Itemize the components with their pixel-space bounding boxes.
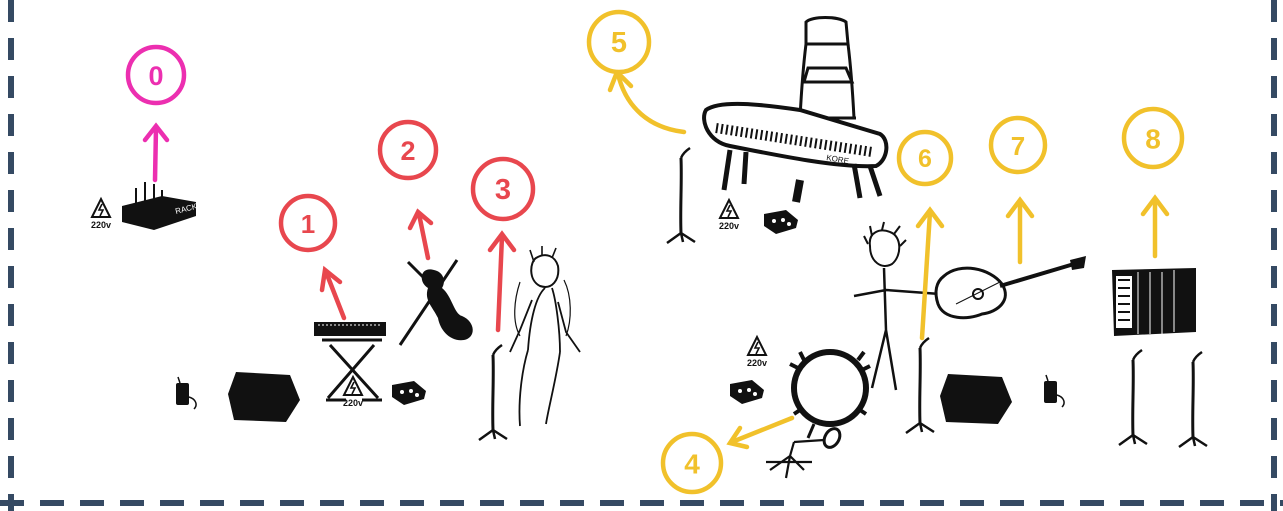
marker-4: 4: [660, 431, 724, 495]
power-220v-icon: 220v: [719, 199, 739, 231]
marker-7: 7: [988, 115, 1048, 175]
monitor-speaker-icon: [228, 372, 300, 422]
marker-circle: [125, 44, 187, 106]
power-label: 220v: [747, 358, 767, 368]
marker-6: 6: [896, 129, 954, 187]
marker-circle: [278, 193, 338, 253]
stage-box-icon: [764, 210, 798, 234]
snare-stand-icon: [766, 427, 842, 479]
keyboard-brand: KORE: [826, 153, 850, 166]
marker-circle: [377, 119, 439, 181]
bodypack-icon: [1043, 374, 1065, 408]
marker-circle: [660, 431, 724, 495]
keyboard-stand-icon: [314, 322, 386, 402]
drummer-figure-icon: [853, 221, 941, 391]
marker-circle: [896, 129, 954, 187]
marker-circle: [586, 9, 652, 75]
marker-label: 3: [495, 174, 511, 206]
arrow-5: [607, 67, 687, 135]
mic-stand-icon: [477, 343, 509, 442]
violin-icon: [398, 259, 473, 346]
power-label: 220v: [91, 220, 111, 230]
marker-label: 6: [918, 145, 932, 173]
marker-3: 3: [470, 156, 536, 222]
stage-box-icon: [730, 380, 764, 404]
vocalist-figure-icon: [509, 246, 581, 427]
arrow-6: [915, 206, 945, 341]
marker-5: 5: [586, 9, 652, 75]
marker-2: 2: [377, 119, 439, 181]
arrow-4: [726, 415, 795, 450]
bodypack-icon: [175, 376, 197, 410]
mic-stand-icon: [665, 146, 697, 245]
mic-stand-icon: [904, 336, 936, 435]
power-label: 220v: [343, 398, 363, 408]
marker-circle: [988, 115, 1048, 175]
monitor-speaker-icon: [940, 374, 1012, 424]
arrow-8: [1140, 194, 1170, 259]
arrow-3: [487, 230, 517, 333]
mic-stand-icon: [1177, 350, 1209, 449]
arrow-1: [319, 265, 347, 321]
marker-label: 7: [1011, 131, 1025, 161]
marker-label: 2: [400, 136, 415, 166]
marker-label: 4: [684, 449, 700, 480]
power-label: 220v: [719, 221, 739, 231]
arrow-2: [407, 208, 434, 261]
power-220v-icon: 220v: [747, 336, 767, 368]
rack-unit-icon: RACK: [122, 182, 199, 230]
bass-drum-icon: [789, 349, 871, 439]
marker-label: 0: [148, 61, 163, 91]
stage-box-icon: [392, 381, 426, 405]
arrow-0: [142, 122, 170, 183]
marker-label: 5: [611, 27, 627, 59]
marker-1: 1: [278, 193, 338, 253]
marker-circle: [1121, 106, 1185, 170]
marker-circle: [470, 156, 536, 222]
acoustic-guitar-icon: [934, 256, 1086, 320]
accordion-icon: [1112, 268, 1196, 336]
marker-label: 1: [301, 209, 315, 239]
stage-piano-icon: KORE: [702, 101, 889, 203]
power-220v-icon: 220v: [91, 198, 111, 230]
marker-label: 8: [1145, 124, 1161, 155]
marker-8: 8: [1121, 106, 1185, 170]
mic-stand-icon: [1117, 348, 1149, 447]
folding-chair-icon: [798, 16, 856, 120]
marker-0: 0: [125, 44, 187, 106]
arrow-7: [1005, 196, 1035, 265]
power-220v-icon: 220v: [343, 376, 363, 408]
marker-layer: 0 1 2 3 4 5 6 7 8: [125, 9, 1185, 495]
